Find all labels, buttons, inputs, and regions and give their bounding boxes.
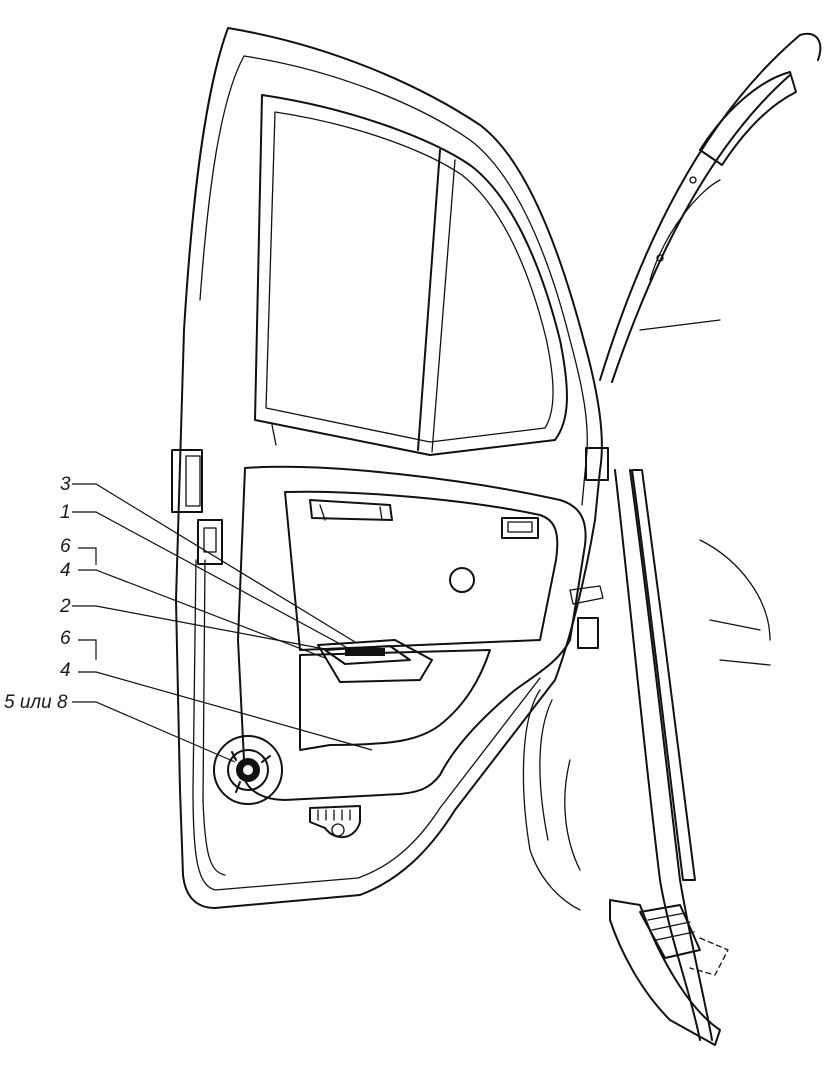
window-glass — [254, 94, 568, 456]
door-trim-panel — [237, 465, 587, 801]
pull-handle — [309, 499, 393, 521]
callout-2: 2 — [59, 596, 71, 617]
seat-background — [522, 689, 581, 911]
callout-3: 3 — [60, 474, 71, 495]
callout-4b: 4 — [60, 660, 71, 681]
callout-6: 6 — [60, 536, 71, 557]
callout-1: 1 — [60, 502, 71, 523]
callout-4: 4 — [60, 560, 71, 581]
door-hinges — [171, 449, 223, 565]
callout-6b: 6 — [60, 628, 71, 649]
door-edge-right — [569, 447, 609, 649]
lower-latch — [309, 805, 361, 838]
callout-5-or-8: 5 или 8 — [4, 692, 68, 713]
callout-leaders — [72, 483, 373, 763]
callout-labels: 3 1 6 4 2 6 4 5 или 8 — [4, 474, 71, 713]
body-opening — [599, 32, 822, 1041]
door-sill — [609, 899, 729, 1046]
lock-button-housing — [501, 517, 539, 539]
armrest-handle — [317, 639, 433, 683]
window-crank — [213, 735, 283, 805]
